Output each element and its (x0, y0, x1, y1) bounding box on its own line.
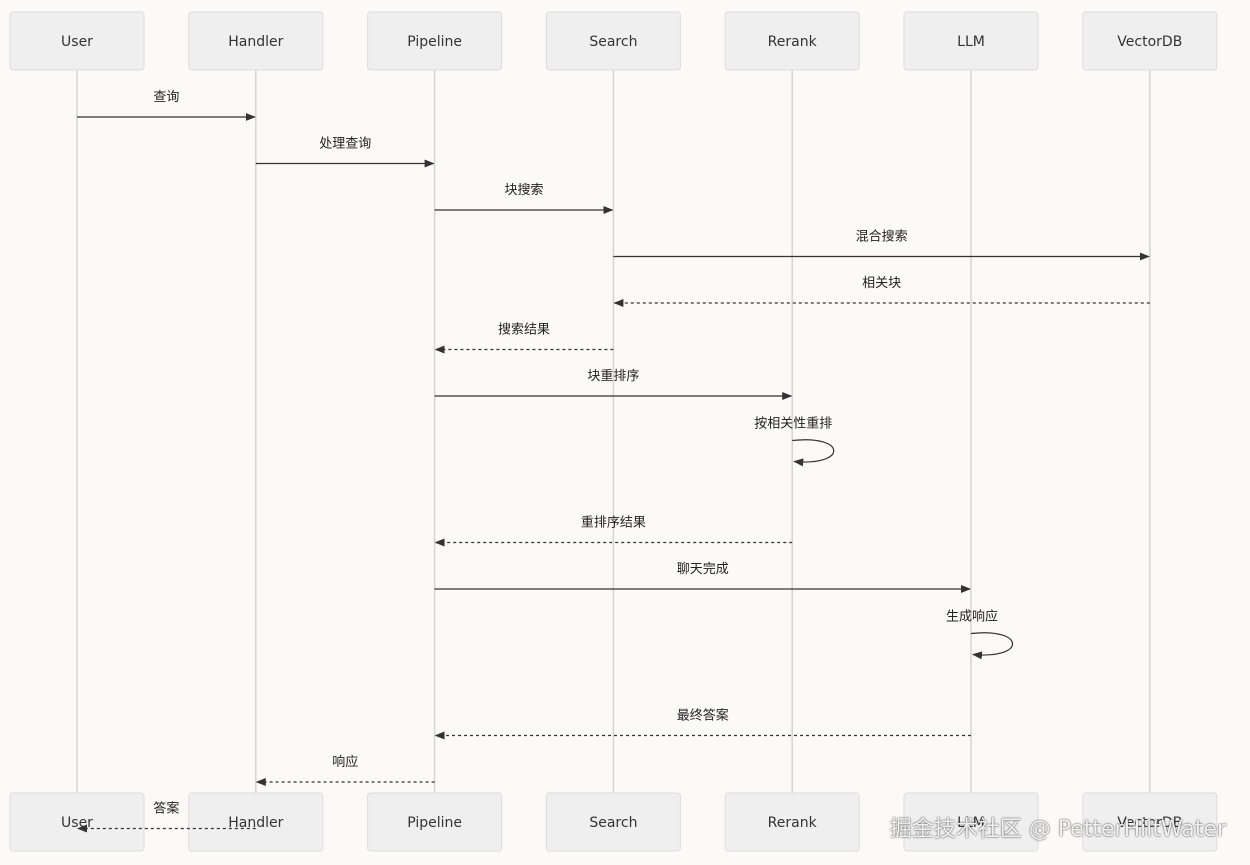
actor-label: Rerank (768, 815, 818, 831)
message-9: 重排序结果 (434, 515, 793, 547)
actor-box (1082, 792, 1218, 852)
actor-label: User (61, 815, 93, 831)
actor-box (724, 11, 860, 71)
message-2: 处理查询 (255, 137, 435, 168)
actor-label: User (61, 34, 93, 50)
message-label: 生成响应 (946, 609, 998, 625)
actor-box (724, 792, 860, 852)
message-label: 最终答案 (677, 708, 729, 724)
actor-box (188, 792, 324, 852)
actor-search-top: Search (545, 11, 681, 71)
message-8: 按相关性重排 (754, 416, 835, 467)
actor-llm-top: LLM (903, 11, 1039, 71)
message-label: 搜索结果 (498, 323, 550, 338)
message-14: 答案 (77, 801, 256, 833)
actor-label: Handler (228, 815, 283, 831)
actor-vectordb-bottom: VectorDB (1082, 792, 1218, 852)
message-label: 块搜索 (504, 183, 543, 198)
actor-label: Rerank (768, 34, 818, 50)
actor-label: VectorDB (1117, 34, 1182, 50)
actor-box (367, 792, 503, 852)
actor-label: Pipeline (407, 815, 462, 831)
message-label: 相关块 (862, 276, 901, 291)
message-label: 响应 (332, 754, 358, 770)
actor-label: Pipeline (407, 34, 462, 50)
message-6: 搜索结果 (434, 323, 614, 354)
actor-label: VectorDB (1117, 815, 1182, 831)
actor-label: Search (589, 34, 637, 50)
actor-label: Handler (228, 34, 283, 50)
message-label: 聊天完成 (677, 562, 729, 577)
actor-box (367, 11, 503, 71)
actor-vectordb-top: VectorDB (1082, 11, 1218, 71)
message-11: 生成响应 (946, 609, 1014, 660)
actor-rerank-top: Rerank (724, 11, 860, 71)
message-label: 按相关性重排 (754, 416, 832, 432)
actor-search-bottom: Search (545, 792, 681, 852)
actor-user-top: User (9, 11, 145, 71)
actor-label: LLM (957, 34, 985, 50)
actor-label: Search (589, 815, 637, 831)
self-message-arrow (792, 439, 835, 467)
message-13: 响应 (255, 754, 435, 786)
actor-rerank-bottom: Rerank (724, 792, 860, 852)
message-12: 最终答案 (434, 708, 971, 740)
actor-handler-bottom: Handler (188, 792, 324, 852)
actor-llm-bottom: LLM (903, 792, 1039, 852)
message-4: 混合搜索 (613, 230, 1150, 261)
message-label: 重排序结果 (581, 515, 646, 531)
actor-box (9, 792, 145, 852)
message-7: 块重排序 (434, 368, 793, 400)
message-label: 混合搜索 (856, 230, 908, 245)
actor-label: LLM (957, 815, 985, 831)
message-label: 答案 (153, 801, 179, 817)
actor-box (188, 11, 324, 71)
actor-box (9, 11, 145, 71)
message-label: 处理查询 (319, 137, 371, 152)
actor-box (903, 11, 1039, 71)
actor-box (545, 11, 681, 71)
message-3: 块搜索 (434, 183, 614, 214)
message-label: 查询 (153, 90, 179, 105)
message-label: 块重排序 (587, 368, 639, 384)
self-message-arrow (970, 632, 1014, 660)
message-1: 查询 (77, 90, 256, 121)
message-5: 相关块 (613, 276, 1150, 307)
actor-box (545, 792, 681, 852)
actor-user-bottom: User (9, 792, 145, 852)
message-10: 聊天完成 (434, 562, 971, 593)
actor-pipeline-bottom: Pipeline (367, 792, 503, 852)
actor-handler-top: Handler (188, 11, 324, 71)
actor-box (1082, 11, 1218, 71)
actor-pipeline-top: Pipeline (367, 11, 503, 71)
actor-box (903, 792, 1039, 852)
